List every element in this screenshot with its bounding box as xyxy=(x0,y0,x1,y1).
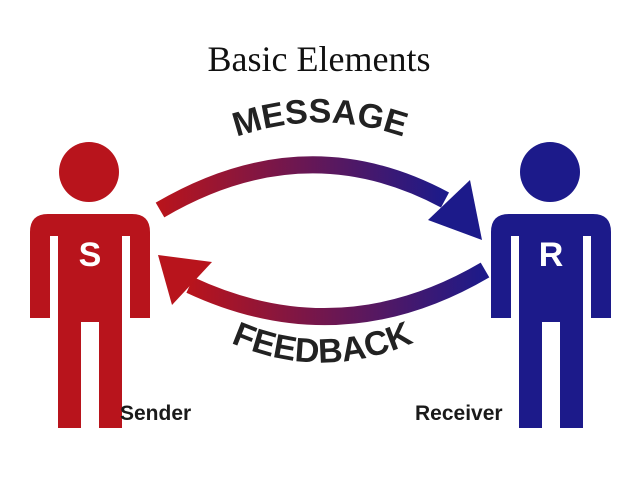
sender-figure: S xyxy=(30,142,150,428)
sender-letter: S xyxy=(79,236,102,274)
message-label-text: MESSAGE xyxy=(228,93,412,145)
page-title: Basic Elements xyxy=(207,39,431,79)
sender-body xyxy=(30,214,150,428)
receiver-letter: R xyxy=(539,236,564,274)
message-arrow xyxy=(155,156,482,240)
message-arrowhead xyxy=(428,180,482,240)
receiver-label: Receiver xyxy=(415,402,503,425)
receiver-head xyxy=(520,142,580,202)
sender-label: Sender xyxy=(120,402,192,425)
sender-head xyxy=(59,142,119,202)
message-label: MESSAGE xyxy=(228,93,412,145)
feedback-arrow xyxy=(158,255,490,326)
feedback-arrowhead xyxy=(158,255,212,305)
receiver-body xyxy=(491,214,611,428)
receiver-figure: R xyxy=(491,142,611,428)
